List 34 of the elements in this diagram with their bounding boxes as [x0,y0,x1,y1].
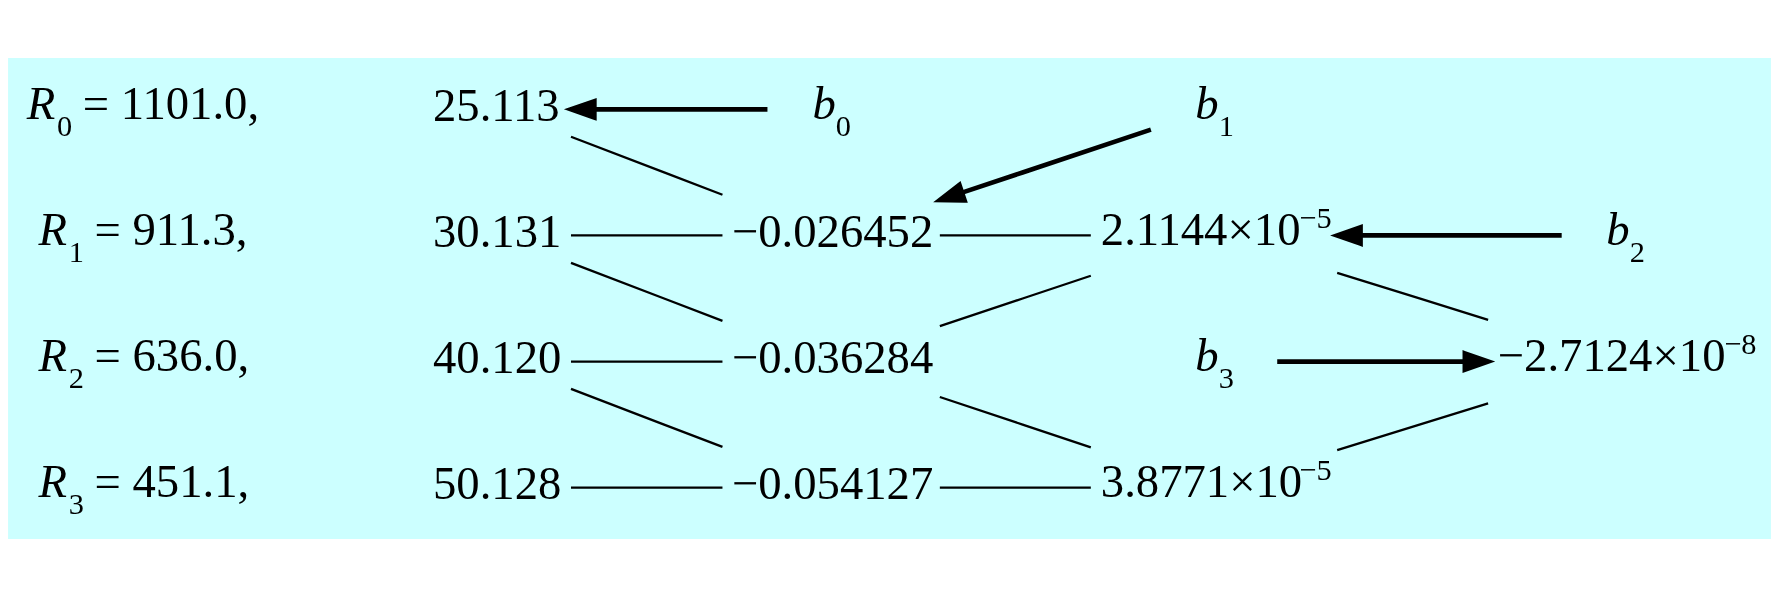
connector [570,135,723,196]
connector [571,359,723,363]
node-text: b$_{2}$ [1606,202,1645,269]
node-text: 25.113 [433,78,560,131]
connector [939,395,1092,448]
connector [571,485,723,489]
node-text: −2.7124×10$^{−8}$ [1497,326,1757,381]
connector [570,387,723,448]
node-text: −0.036284 [731,330,934,383]
connector [570,261,723,322]
node-text: 2.1144×10$^{−5}$ [1100,200,1332,255]
node-text: 50.128 [433,456,562,509]
node-text: 30.131 [433,204,562,257]
arrow [1330,223,1562,247]
label: R$_{2}$ = 636.0, [38,328,250,395]
connector [939,233,1091,237]
node-text: 40.120 [433,330,562,383]
label: R$_{1}$ = 911.3, [38,202,248,269]
arrow [563,97,768,121]
connector [1336,401,1489,451]
connector [939,274,1092,327]
node-text: b$_{3}$ [1195,328,1234,395]
connector [939,485,1091,489]
connector [1336,271,1489,321]
label: R$_{0}$ = 1101.0, [26,76,260,143]
connector [571,233,723,237]
node-text: −0.054127 [731,456,934,509]
node-text: −0.026452 [731,204,934,257]
arrow [1277,349,1496,373]
node-text: b$_{1}$ [1195,76,1234,143]
node-text: b$_{0}$ [812,76,851,143]
label: R$_{3}$ = 451.1, [38,454,250,521]
arrow [933,126,1152,203]
node-text: 3.8771×10$^{−5}$ [1100,452,1332,507]
